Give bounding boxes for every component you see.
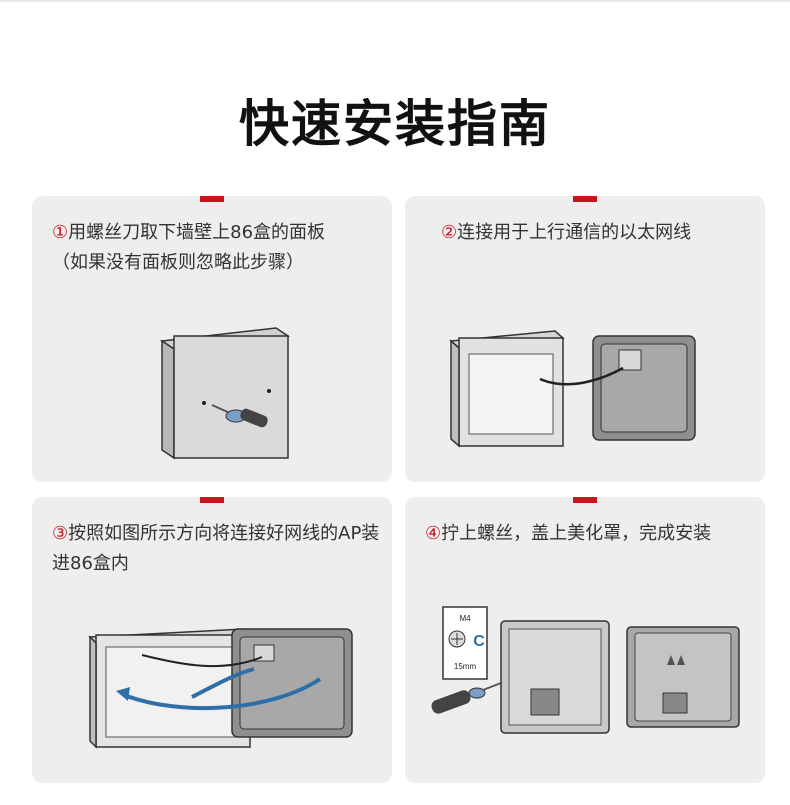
screwdriver-icon: [211, 404, 268, 428]
step-card-3: ③按照如图所示方向将连接好网线的AP装进86盒内: [32, 497, 392, 783]
page-title: 快速安装指南: [239, 95, 551, 153]
step-number: ②: [441, 222, 458, 243]
insert-ap-illustration: [88, 628, 353, 749]
step-text: ①用螺丝刀取下墙壁上86盒的面板 （如果没有面板则忽略此步骤）: [52, 218, 382, 278]
install-cover-illustration: M4 C 15mm: [431, 606, 740, 734]
step-card-2: ②连接用于上行通信的以太网线: [405, 196, 765, 482]
step-instruction: 连接用于上行通信的以太网线: [457, 222, 692, 243]
step-number: ①: [52, 222, 69, 243]
step-instruction: 拧上螺丝，盖上美化罩，完成安装: [441, 523, 712, 544]
step-tab-marker: [200, 497, 224, 503]
step-card-1: ①用螺丝刀取下墙壁上86盒的面板 （如果没有面板则忽略此步骤）: [32, 196, 392, 482]
screw-length-label: 15mm: [454, 662, 477, 671]
step-number: ③: [52, 523, 69, 544]
svg-text:C: C: [473, 633, 485, 650]
step-text: ②连接用于上行通信的以太网线: [441, 218, 771, 248]
connect-cable-illustration: [449, 330, 696, 448]
step-text: ④拧上螺丝，盖上美化罩，完成安装: [425, 519, 755, 549]
screw-spec-label: M4 C 15mm: [442, 606, 488, 680]
arrow-icon: [116, 667, 322, 711]
step-number: ④: [425, 523, 442, 544]
step-instruction: 按照如图所示方向将连接好网线的AP装进86盒内: [52, 523, 380, 574]
remove-panel-illustration: [159, 327, 291, 460]
step-tab-marker: [573, 497, 597, 503]
huawei-logo-icon: [667, 655, 685, 665]
step-tab-marker: [573, 196, 597, 202]
screw-size-label: M4: [459, 614, 471, 623]
screwdriver-icon: [431, 682, 502, 714]
step-text: ③按照如图所示方向将连接好网线的AP装进86盒内: [52, 519, 382, 579]
step-tab-marker: [200, 196, 224, 202]
step-instruction: 用螺丝刀取下墙壁上86盒的面板: [68, 222, 326, 243]
step-note: （如果没有面板则忽略此步骤）: [52, 252, 304, 273]
top-divider: [0, 0, 790, 2]
step-card-4: ④拧上螺丝，盖上美化罩，完成安装 M4 C 15mm: [405, 497, 765, 783]
